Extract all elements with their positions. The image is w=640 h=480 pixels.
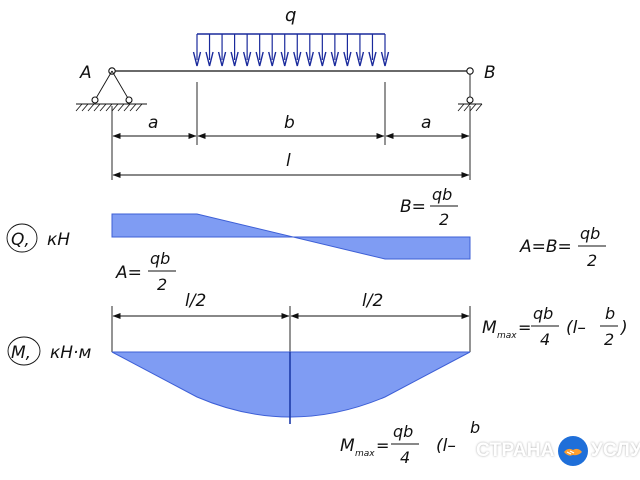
pin-b-top <box>466 67 474 75</box>
dim-a-right-label: a <box>421 113 431 133</box>
hatch-line <box>111 103 119 112</box>
hatch-line <box>123 103 131 112</box>
hatch-line <box>135 103 143 112</box>
load-arrows <box>192 34 390 67</box>
a-value-den: 2 <box>157 275 167 294</box>
load-arrowhead <box>305 51 314 67</box>
a-value-lhs: A= <box>115 263 142 283</box>
hatch-line <box>129 103 137 112</box>
watermark-right-text: УСЛУГ <box>590 440 640 461</box>
mmax-lhs: M <box>482 318 497 338</box>
watermark-left-text: СТРАНА <box>476 440 555 461</box>
load-arrowhead <box>280 51 289 67</box>
half-right-label: l/2 <box>362 291 383 311</box>
mmax-eq: = <box>518 318 531 337</box>
reaction-num: qb <box>580 224 600 243</box>
mmax2-paren-open: (l– <box>436 436 456 456</box>
support-a: A <box>75 63 147 112</box>
b-value-num: qb <box>432 185 452 204</box>
hatch-line <box>93 103 101 112</box>
load-arrowhead <box>343 51 352 67</box>
dimensions: a b a l <box>111 82 471 180</box>
hatch-line <box>463 103 471 112</box>
load-arrowhead <box>380 51 390 67</box>
hatch-line <box>75 103 83 112</box>
m-axis-label: M, <box>11 343 31 363</box>
load-arrowhead <box>355 51 365 67</box>
load-arrowhead <box>205 51 214 67</box>
mmax-formula-top: M max = qb 4 (l– b 2 ) <box>482 304 628 349</box>
hatch-line <box>475 103 483 112</box>
watermark-logo: СТРАНА УСЛУГ <box>476 434 640 468</box>
shear-diagram: Q, кН B= qb 2 A= qb 2 A=B= qb 2 <box>6 185 606 294</box>
mmax2-num: qb <box>393 422 413 441</box>
m-unit: кН·м <box>50 343 91 363</box>
hatch-line <box>105 103 113 112</box>
load-arrowhead <box>330 51 340 67</box>
hatch-line <box>469 103 477 112</box>
load-arrowhead <box>368 51 377 67</box>
dim-a-left-label: a <box>148 113 158 133</box>
reaction-lhs: A=B= <box>519 237 572 257</box>
load-arrowhead <box>255 51 264 67</box>
moment-diagram: l/2 l/2 M, кН·м M max = qb 4 (l– b 2 ) M… <box>7 291 628 467</box>
mmax-num: qb <box>533 304 553 323</box>
q-axis-label: Q, <box>11 230 30 250</box>
hatch-line <box>81 103 89 112</box>
support-b: B <box>457 63 496 112</box>
mmax2-lhs: M <box>340 436 355 456</box>
pin-a-left <box>91 96 99 104</box>
load-label: q <box>285 5 296 26</box>
hatch-line <box>457 103 465 112</box>
mmax2-inner-num: b <box>470 418 480 437</box>
hatch-line <box>99 103 107 112</box>
load-arrowhead <box>192 51 202 67</box>
pin-a-right <box>125 96 133 104</box>
mmax-inner-den: 2 <box>604 330 614 349</box>
dim-b-label: b <box>284 113 295 133</box>
q-axis-circle <box>6 223 38 253</box>
b-value-den: 2 <box>439 210 449 229</box>
load-arrowhead <box>268 51 277 67</box>
support-a-label: A <box>79 63 92 83</box>
load-arrowhead <box>293 51 302 67</box>
load-arrowhead <box>230 51 239 67</box>
support-b-label: B <box>484 63 496 83</box>
hatch-line <box>87 103 95 112</box>
dim-l-label: l <box>286 151 291 171</box>
mmax2-subscript: max <box>355 449 375 459</box>
distributed-load: q <box>192 5 390 67</box>
mmax-formula-bottom: M max = qb 4 (l– b <box>340 418 480 467</box>
load-arrowhead <box>242 51 252 67</box>
mmax-subscript: max <box>497 331 517 341</box>
pin-b-bottom <box>466 96 474 104</box>
half-left-label: l/2 <box>185 291 206 311</box>
hatch-line <box>117 103 125 112</box>
b-value-lhs: B= <box>400 197 426 217</box>
ground-hatch-a <box>75 103 143 112</box>
mmax-inner-num: b <box>605 304 615 323</box>
mmax-den: 4 <box>540 330 550 349</box>
mmax-paren-open: (l– <box>566 318 586 338</box>
q-unit: кН <box>47 230 70 250</box>
handshake-icon <box>557 436 588 466</box>
moment-area <box>111 351 471 418</box>
load-arrowhead <box>217 51 227 67</box>
mmax-paren-close: ) <box>619 318 628 338</box>
m-axis-circle <box>7 336 41 366</box>
mmax2-den: 4 <box>400 448 410 467</box>
mmax2-eq: = <box>376 436 389 455</box>
a-value-num: qb <box>150 249 170 268</box>
load-arrowhead <box>318 51 327 67</box>
ground-hatch-b <box>457 103 483 112</box>
reaction-den: 2 <box>587 251 597 270</box>
